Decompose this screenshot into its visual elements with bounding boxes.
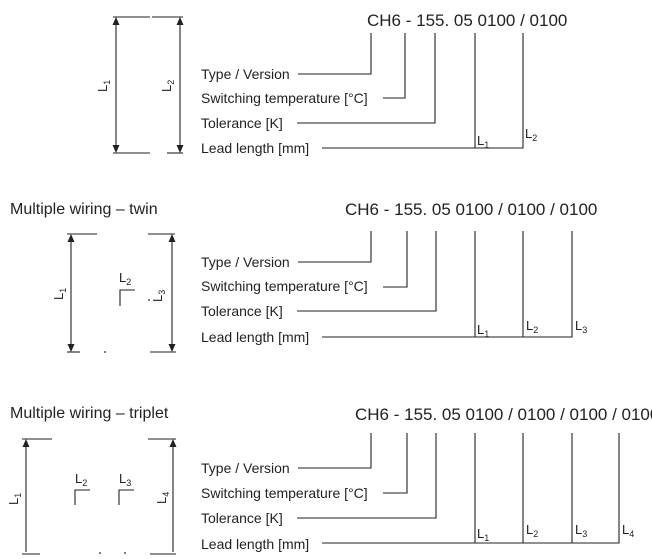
block-single: L1 L2 CH6 - 155. 05 0100 / 0100 Type / V… — [95, 11, 567, 156]
heading-triplet: Multiple wiring – triplet — [10, 405, 169, 422]
dim-label-l4: L4 — [154, 492, 171, 504]
lead-mark-l3: L3 — [575, 318, 587, 335]
ordering-code: CH6 - 155. 05 0100 / 0100 / 0100 — [345, 200, 597, 219]
label-switching-temperature: Switching temperature [°C] — [201, 278, 368, 294]
label-lead-length: Lead length [mm] — [201, 329, 309, 345]
label-switching-temperature: Switching temperature [°C] — [201, 485, 368, 501]
dim-label-l1: L1 — [51, 288, 68, 300]
leader-lead-length — [322, 33, 524, 149]
leader-type — [298, 33, 372, 75]
lead-mark-l1: L1 — [477, 133, 489, 150]
leader-lead-length — [322, 433, 620, 544]
dim-label-l2: L2 — [119, 270, 131, 287]
leader-type — [298, 231, 372, 263]
dim-label-l2: L2 — [159, 80, 176, 92]
lead-mark-l4: L4 — [622, 522, 634, 539]
label-type-version: Type / Version — [201, 460, 290, 476]
label-type-version: Type / Version — [201, 66, 290, 82]
block-twin: Multiple wiring – twin L1 L2 L3 CH6 - 15… — [10, 200, 597, 353]
ordering-code: CH6 - 155. 05 0100 / 0100 — [367, 11, 567, 30]
label-tolerance: Tolerance [K] — [201, 303, 283, 319]
lead-mark-l1: L1 — [477, 322, 489, 339]
leader-tolerance — [297, 33, 436, 124]
lead-mark-l2: L2 — [526, 318, 538, 335]
leader-tolerance — [297, 433, 437, 519]
label-lead-length: Lead length [mm] — [201, 140, 309, 156]
block-triplet: Multiple wiring – triplet L1 L2 L3 L4 CH… — [6, 405, 652, 555]
label-tolerance: Tolerance [K] — [201, 510, 283, 526]
dim-label-l2: L2 — [75, 471, 87, 488]
lead-mark-l3: L3 — [575, 522, 587, 539]
leader-lead-length — [322, 231, 573, 338]
dim-label-l3: L3 — [150, 290, 167, 302]
lead-mark-l1: L1 — [477, 526, 489, 543]
heading-twin: Multiple wiring – twin — [10, 201, 158, 218]
dim-label-l1: L1 — [6, 493, 23, 505]
leader-type — [298, 433, 372, 469]
dimension-drawing-single: L1 L2 — [95, 16, 184, 154]
leader-temperature — [383, 33, 406, 99]
dimension-drawing-twin: L1 L2 L3 — [51, 233, 176, 353]
label-switching-temperature: Switching temperature [°C] — [201, 90, 368, 106]
leader-temperature — [383, 433, 408, 494]
leader-temperature — [383, 231, 408, 288]
dim-label-l3: L3 — [119, 471, 131, 488]
label-tolerance: Tolerance [K] — [201, 115, 283, 131]
dimension-drawing-triplet: L1 L2 L3 L4 — [6, 438, 177, 555]
dim-label-l1: L1 — [95, 80, 112, 92]
lead-mark-l2: L2 — [525, 126, 537, 143]
leader-tolerance — [297, 231, 437, 312]
label-type-version: Type / Version — [201, 254, 290, 270]
ordering-code: CH6 - 155. 05 0100 / 0100 / 0100 / 0100 — [355, 405, 652, 424]
lead-mark-l2: L2 — [526, 522, 538, 539]
label-lead-length: Lead length [mm] — [201, 536, 309, 552]
